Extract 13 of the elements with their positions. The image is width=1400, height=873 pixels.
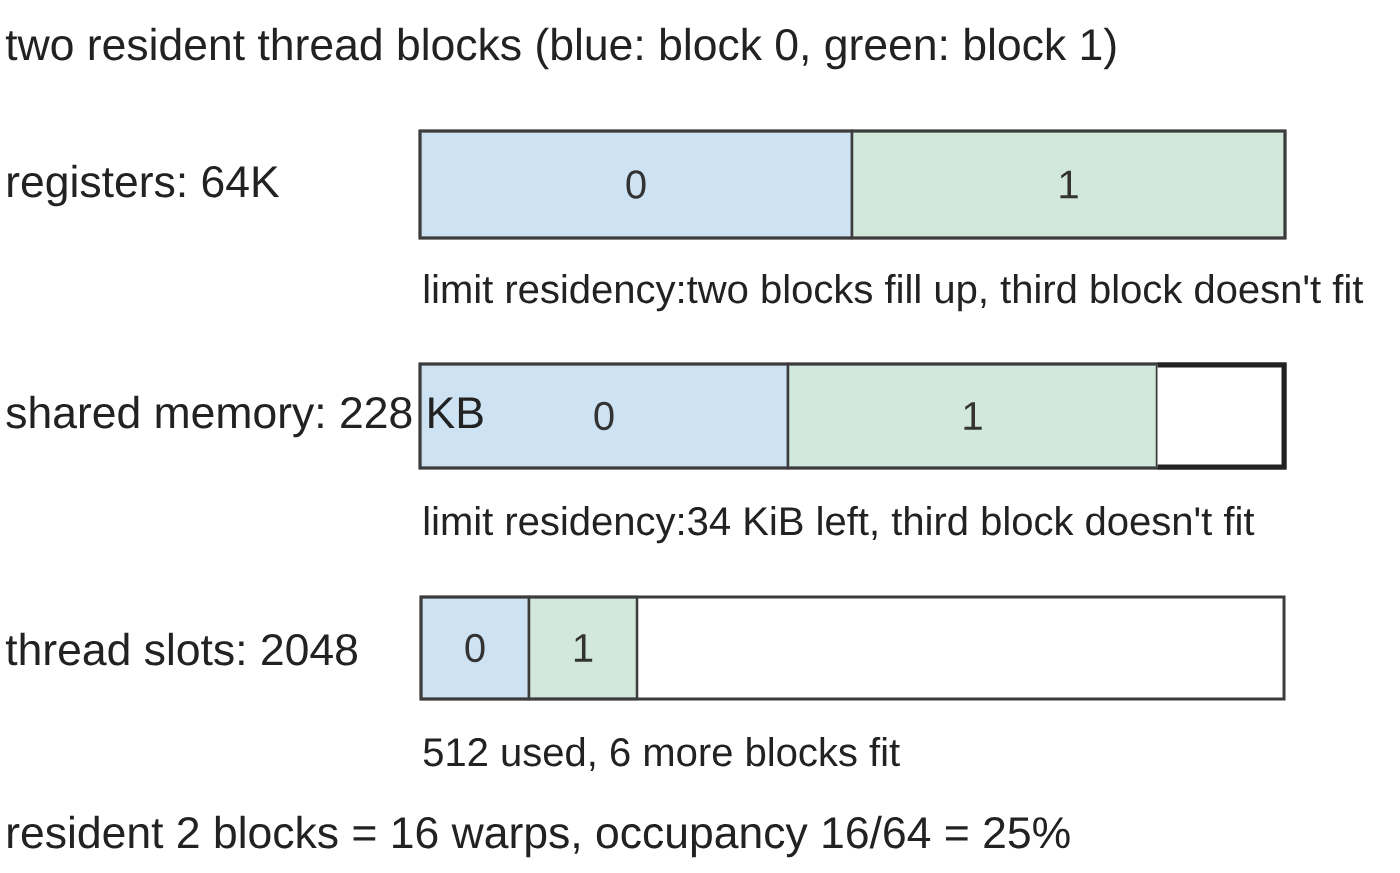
- caption: resident 2 blocks = 16 warps, occupancy 16/64 = 25%: [8, 815, 1070, 858]
- row-label: shared memory: 228 KB: [6, 395, 483, 438]
- row-label: registers: 64K: [8, 164, 280, 207]
- bar-segment: 1: [786, 362, 1159, 470]
- note: limit residency:two blocks fill up, third block doesn't fit: [424, 274, 1364, 312]
- note: limit residency:34 KiB left, third block doesn't fit: [424, 506, 1255, 544]
- bar-segment: 1: [850, 129, 1287, 240]
- title: two resident thread blocks (blue: block 0, green: block 1): [5, 27, 1116, 70]
- note: 512 used, 6 more blocks fit: [423, 737, 900, 772]
- bar-segment: 0: [419, 595, 531, 701]
- bar-segment: 1: [527, 595, 639, 701]
- row-label: thread slots: 2048: [5, 632, 357, 666]
- bar-segment: 0: [418, 129, 854, 240]
